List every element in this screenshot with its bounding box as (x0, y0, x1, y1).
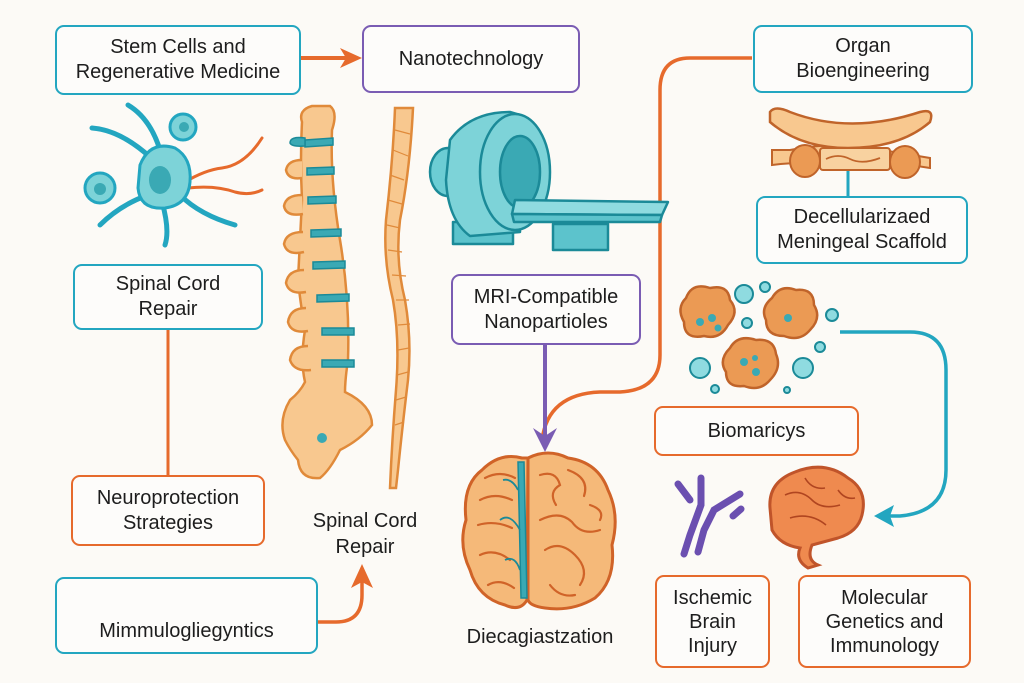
node-immunogenetics: Mimmulogliegyntics (55, 577, 318, 654)
node-decellularized-scaffold: Decellularizaed Meningeal Scaffold (756, 196, 968, 264)
node-neuroprotection: Neuroprotection Strategies (71, 475, 265, 546)
neuron-stem-cell-icon (83, 102, 264, 248)
spinal-cord-icon (384, 106, 415, 490)
immunogenetics-label: Mimmulogliegyntics (99, 620, 274, 642)
node-biomarkers: Biomaricys (654, 406, 859, 456)
mri-scanner-icon (428, 110, 670, 252)
node-spinal-cord-repair: Spinal Cord Repair (73, 264, 263, 330)
spine-icon (281, 104, 374, 480)
node-molecular-genetics: Molecular Genetics and Immunology (798, 575, 971, 668)
node-stem-cells: Stem Cells and Regenerative Medicine (55, 25, 301, 95)
node-ischemic-brain-injury: Ischemic Brain Injury (655, 575, 770, 668)
brain-top-view-icon (461, 451, 617, 611)
node-nanotechnology: Nanotechnology (362, 25, 580, 93)
node-organ-bioengineering: Organ Bioengineering (753, 25, 973, 93)
antibody-icon (674, 474, 745, 558)
connector-biomarkers-to-brain (840, 330, 948, 527)
label-diecagiastzation: Diecagiastzation (466, 626, 614, 648)
connector-immuno-to-spinal (318, 564, 373, 624)
meningeal-scaffold-icon (768, 107, 933, 179)
node-mri-nanoparticles: MRI-Compatible Nanopartioles (451, 274, 641, 345)
brain-side-view-icon (768, 465, 865, 570)
nanoparticle-cluster-icon (679, 281, 839, 394)
connector-organ-to-brain (540, 56, 752, 441)
connector-stem-to-nano (300, 48, 362, 68)
connector-mri-to-brain (533, 345, 557, 452)
label-spinal-cord-repair: Spinal Cord Repair (312, 510, 418, 558)
